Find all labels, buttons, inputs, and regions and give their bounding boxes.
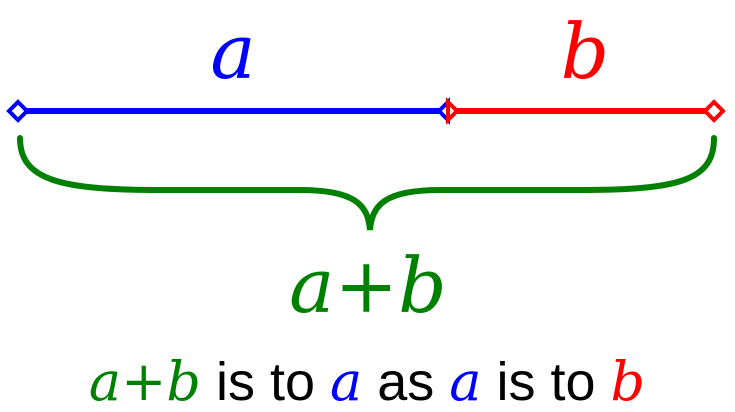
- caption-is-to-2: is to: [481, 352, 610, 412]
- caption: a+b is to a as a is to b: [89, 350, 645, 412]
- endpoint-left-marker: [6, 99, 30, 123]
- sum-brace: [17, 135, 717, 231]
- label-a: a: [210, 7, 255, 96]
- caption-as: as: [362, 352, 449, 412]
- label-b: b: [561, 7, 610, 96]
- caption-is-to-1: is to: [201, 352, 330, 412]
- caption-sum: a+b: [89, 350, 201, 412]
- endpoint-right-marker: [702, 99, 726, 123]
- caption-a-1: a: [330, 350, 362, 412]
- label-sum: a+b: [289, 241, 447, 330]
- caption-b: b: [610, 350, 645, 412]
- endpoint-middle-marker-red: [446, 97, 460, 125]
- caption-a-2: a: [449, 350, 481, 412]
